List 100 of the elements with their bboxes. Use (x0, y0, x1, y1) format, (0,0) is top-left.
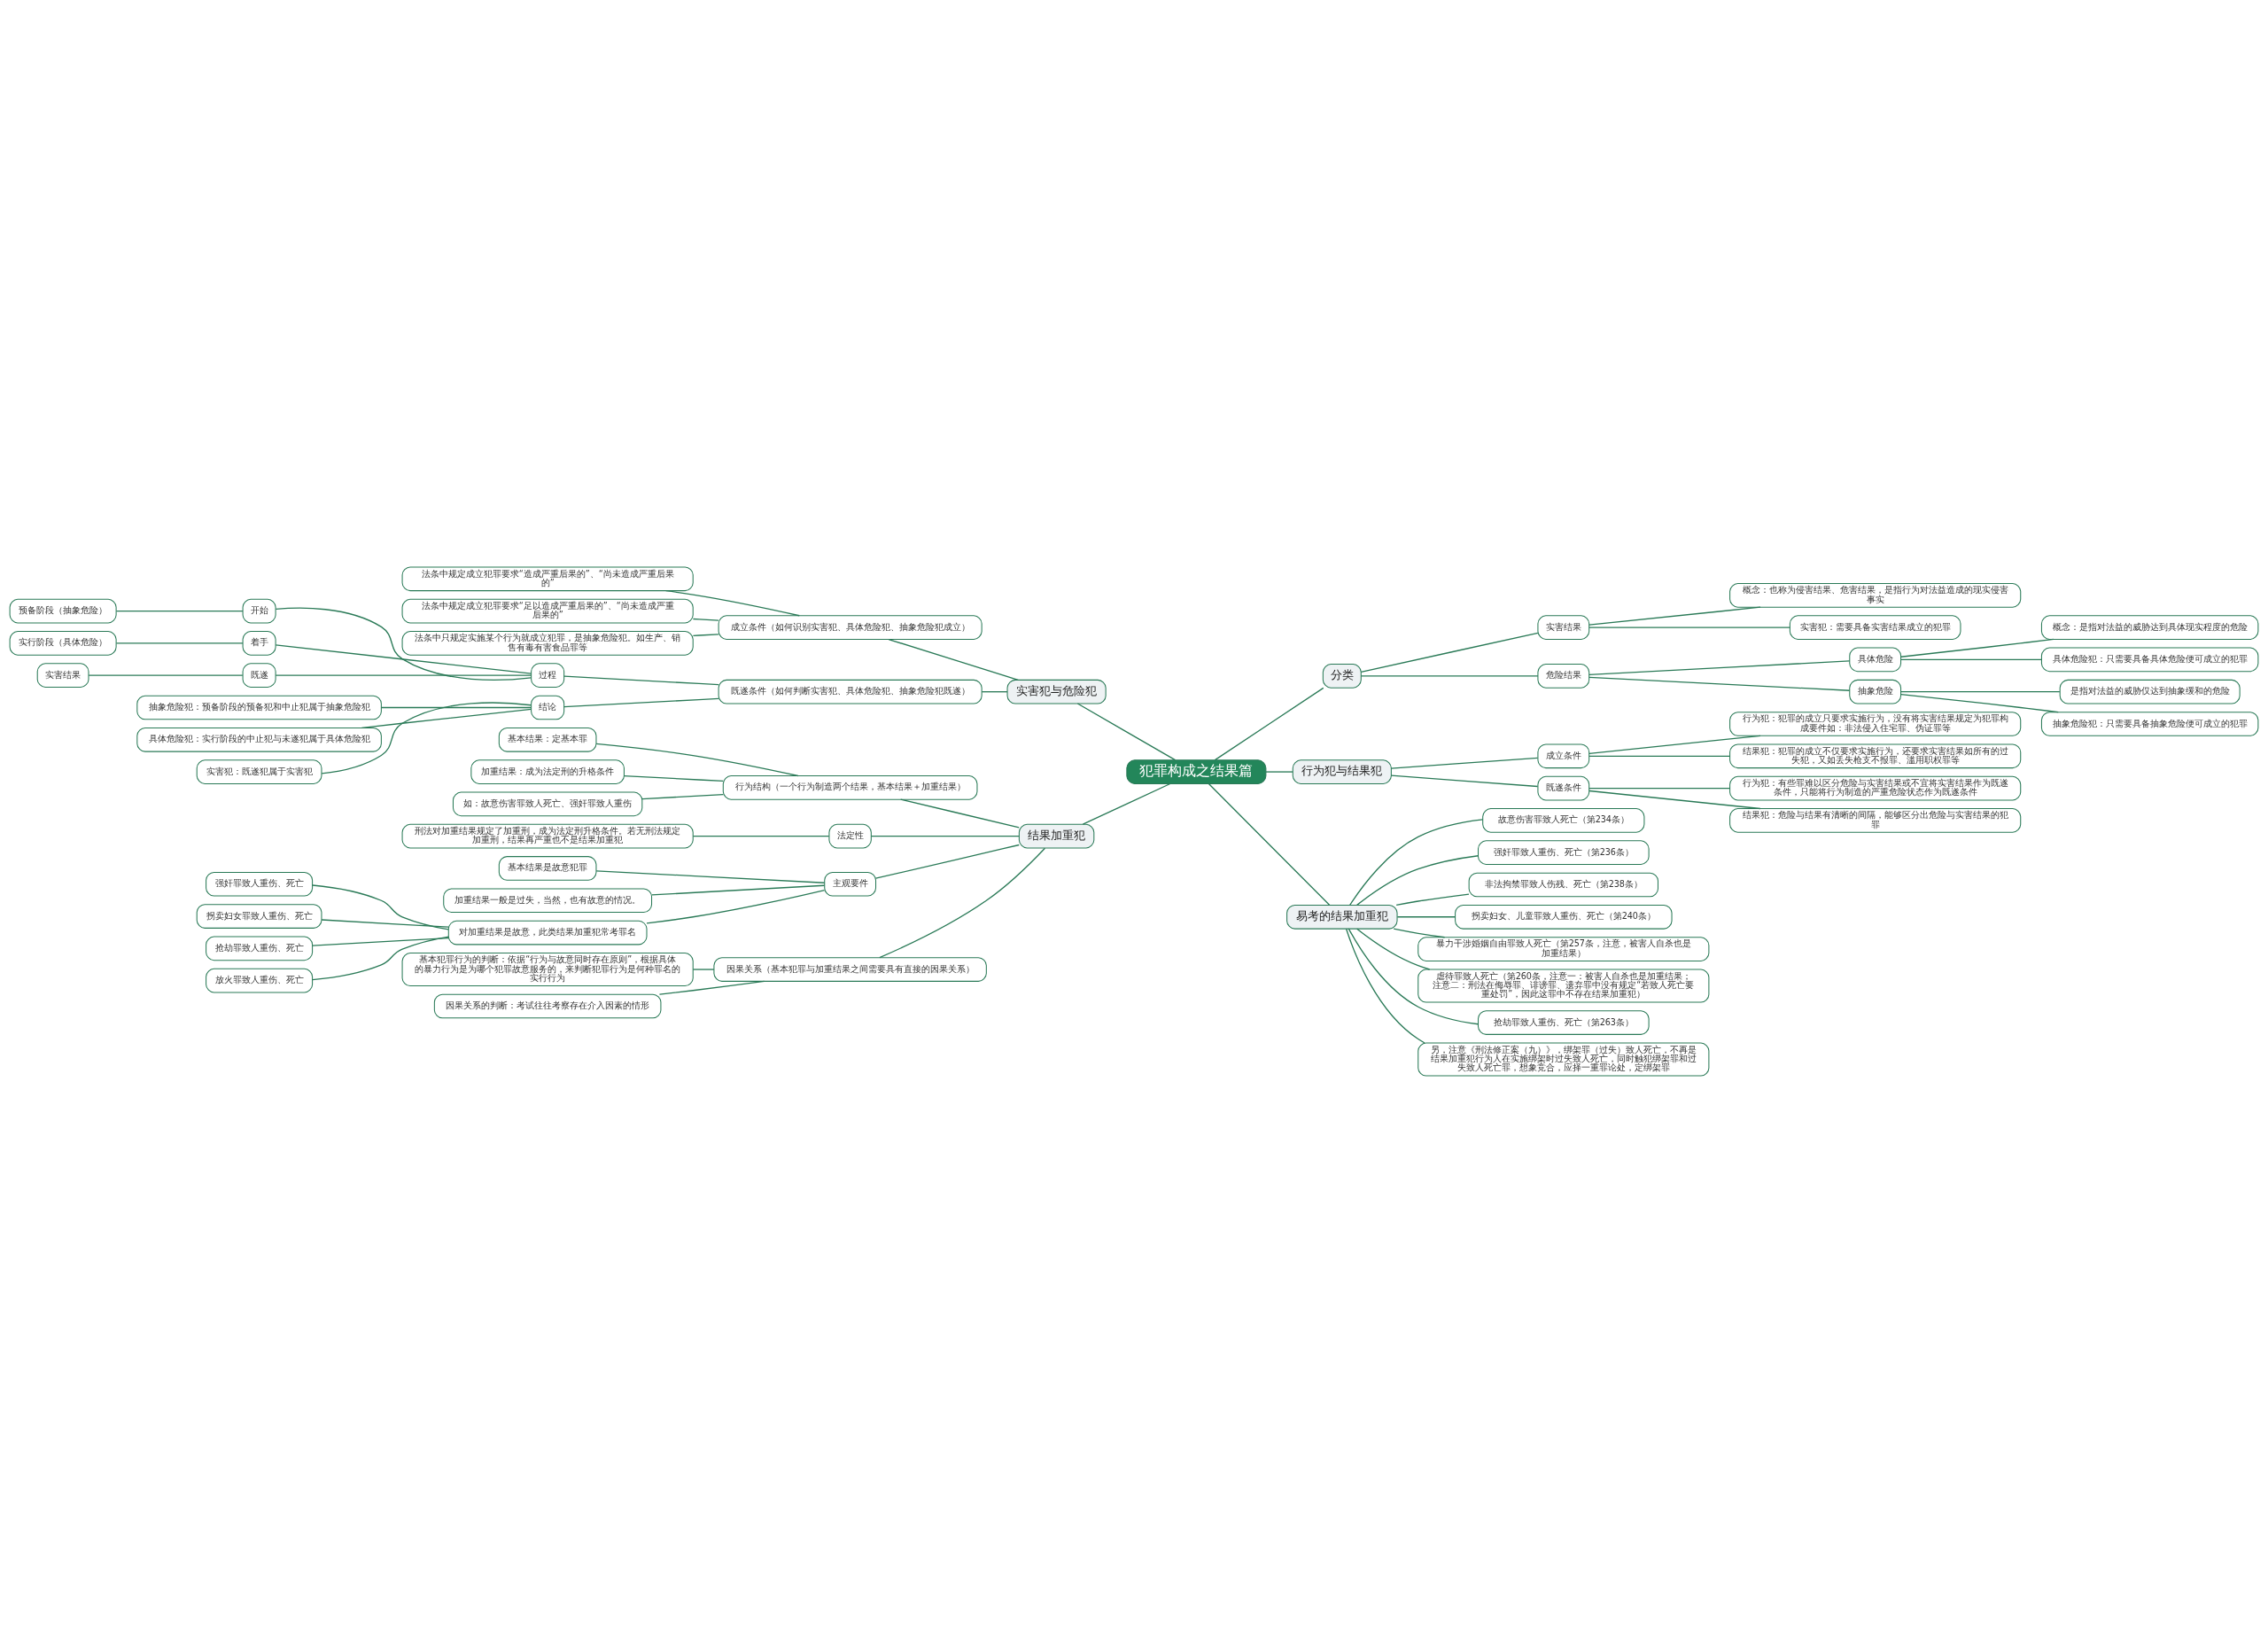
connector (312, 935, 449, 980)
connector (115, 610, 244, 611)
connector (1899, 658, 2042, 660)
node-box: 结果加重犯 (1018, 823, 1095, 848)
connector (321, 918, 449, 928)
node-box: 故意伤害罪致人死亡（第234条） (1482, 807, 1645, 833)
connector (1899, 690, 2061, 692)
node-box: 虐待罪致人死亡（第260条，注意一：被害人自杀也是加重结果；注意二：刑法在侮辱罪、诽谤罪、遗弃罪中没有规定“若致人死亡要重处罚”，因此这罪中不存在结果加重犯） (1418, 969, 1710, 1003)
connector (1588, 790, 1761, 809)
node-box: 行为犯：犯罪的成立只要求实施行为，没有将实害结果规定为犯罪构成要件如：非法侵入住宅罪、伪证罪等 (1729, 711, 2022, 736)
connector (879, 847, 1046, 958)
node-box: 因果关系（基本犯罪与加重结果之间需要具有直接的因果关系） (713, 956, 987, 982)
connector (1588, 676, 1851, 691)
connector (312, 883, 449, 930)
connector (1396, 915, 1456, 917)
connector (1356, 854, 1480, 906)
node-box: 基本结果是故意犯罪 (498, 855, 597, 881)
connector (1900, 638, 2054, 658)
connector (1395, 892, 1470, 906)
connector (1214, 687, 1324, 760)
connector (1208, 782, 1331, 906)
connector (692, 968, 715, 970)
connector (1588, 787, 1731, 789)
node-box: 犯罪构成之结果篇 (1126, 759, 1267, 784)
node-box: 既遂条件（如何判断实害犯、具体危险犯、抽象危险犯既遂） (718, 679, 983, 704)
connector (870, 835, 1020, 837)
connector (646, 889, 826, 924)
node-box: 实害犯：既遂犯属于实害犯 (196, 759, 322, 784)
connector (1588, 735, 1761, 754)
node-box: 强奸罪致人重伤、死亡（第236条） (1478, 839, 1650, 865)
connector (874, 844, 1020, 879)
connector (1588, 755, 1731, 757)
connector (563, 697, 719, 707)
node-box: 因果关系的判断：考试往往考察存在介入因素的情形 (433, 993, 662, 1018)
node-box: 加重结果一般是过失，当然，也有故意的情况。 (443, 887, 653, 913)
node-box: 抽象危险犯：预备阶段的预备犯和中止犯属于抽象危险犯 (136, 695, 382, 720)
node-box: 对加重结果是故意，此类结果加重犯常考罪名 (447, 920, 648, 945)
node-box: 概念：也称为侵害结果、危害结果，是指行为对法益造成的现实侵害事实 (1729, 582, 2022, 608)
connector (1390, 757, 1539, 769)
node-box: 抽象危险 (1849, 679, 1902, 704)
node-box: 结果犯：犯罪的成立不仅要求实施行为，还要求实害结果如所有的过失犯，又如丢失枪支不报罪、滥用职权罪等 (1729, 743, 2022, 768)
node-box: 概念：是指对法益的威胁达到具体现实程度的危险 (2040, 614, 2259, 640)
node-box: 结果犯：危险与结果有清晰的间隔，能够区分出危险与实害结果的犯罪 (1729, 807, 2022, 833)
node-box: 法条中只规定实施某个行为就成立犯罪，是抽象危险犯。如生产、销售有毒有害食品罪等 (401, 630, 694, 656)
node-box: 成立条件（如何识别实害犯、具体危险犯、抽象危险犯成立） (718, 614, 983, 640)
node-box: 实害犯：需要具备实害结果成立的犯罪 (1789, 614, 1961, 640)
node-box: 强奸罪致人重伤、死亡 (206, 871, 314, 897)
connector (1076, 702, 1177, 760)
node-box: 法条中规定成立犯罪要求“造成严重后果的”、“尚未造成严重后果的” (401, 565, 694, 591)
node-box: 具体危险犯：实行阶段的中止犯与未遂犯属于具体危险犯 (136, 727, 382, 752)
node-box: 成立条件 (1537, 743, 1590, 768)
node-box: 实行阶段（具体危险） (9, 630, 117, 656)
node-box: 如：故意伤害罪致人死亡、强奸罪致人重伤 (452, 791, 643, 816)
connector (1356, 928, 1431, 970)
node-box: 基本犯罪行为的判断：依据“行为与故意同时存在原则”，根据具体的暴力行为是为哪个犯罪故意服务的，来判断犯罪行为是何种罪名的实行行为 (401, 952, 694, 986)
node-box: 拐卖妇女罪致人重伤、死亡 (196, 903, 322, 929)
node-box: 法定性 (828, 823, 872, 848)
node-box: 刑法对加重结果规定了加重刑，成为法定刑升格条件。若无刑法规定加重刑，结果再严重也不是结果加重犯 (401, 823, 694, 848)
connector (900, 798, 1020, 828)
node-box: 既遂 (242, 662, 276, 688)
connector (115, 642, 244, 644)
connector (1588, 626, 1790, 628)
node-box: 实害结果 (1537, 614, 1590, 640)
connector (1348, 927, 1480, 1024)
connector (275, 643, 532, 674)
node-box: 具体危险 (1849, 647, 1902, 672)
connector (595, 869, 826, 883)
connector (1082, 782, 1171, 825)
node-box: 非法拘禁罪致人伤残、死亡（第238条） (1468, 872, 1658, 897)
node-box: 实害犯与危险犯 (1006, 679, 1107, 704)
connector (888, 638, 1019, 681)
node-box: 实害结果 (36, 662, 89, 688)
connector (1349, 818, 1484, 906)
node-box: 主观要件 (824, 871, 877, 897)
connector (692, 618, 719, 621)
node-box: 放火罪致人重伤、死亡 (206, 968, 314, 992)
connector (1588, 606, 1761, 626)
connector (1345, 928, 1425, 1044)
node-box: 具体危险犯：只需要具备具体危险便可成立的犯罪 (2040, 647, 2259, 672)
node-box: 开始 (242, 598, 276, 623)
connector (692, 835, 830, 837)
node-box: 拐卖妇女、儿童罪致人重伤、死亡（第240条） (1455, 904, 1673, 930)
connector (563, 675, 719, 685)
node-box: 过程 (531, 662, 565, 688)
connector (1390, 774, 1539, 787)
connector (1265, 770, 1293, 773)
connector (651, 884, 826, 896)
connector (981, 690, 1008, 692)
node-box: 基本结果：定基本罪 (498, 727, 597, 752)
connector (380, 706, 532, 708)
connector (88, 674, 244, 676)
node-box: 既遂条件 (1537, 775, 1590, 800)
node-box: 是指对法益的威胁仅达到抽象缓和的危险 (2059, 679, 2241, 704)
node-box: 加重结果：成为法定刑的升格条件 (470, 759, 625, 784)
node-box: 法条中规定成立犯罪要求“足以造成严重后果的”、“尚未造成严重后果的” (401, 598, 694, 623)
node-box: 结论 (531, 695, 565, 720)
node-box: 预备阶段（抽象危险） (9, 598, 117, 623)
connector (1588, 659, 1851, 675)
node-box: 抢劫罪致人重伤、死亡 (206, 936, 314, 961)
connector (321, 701, 532, 774)
